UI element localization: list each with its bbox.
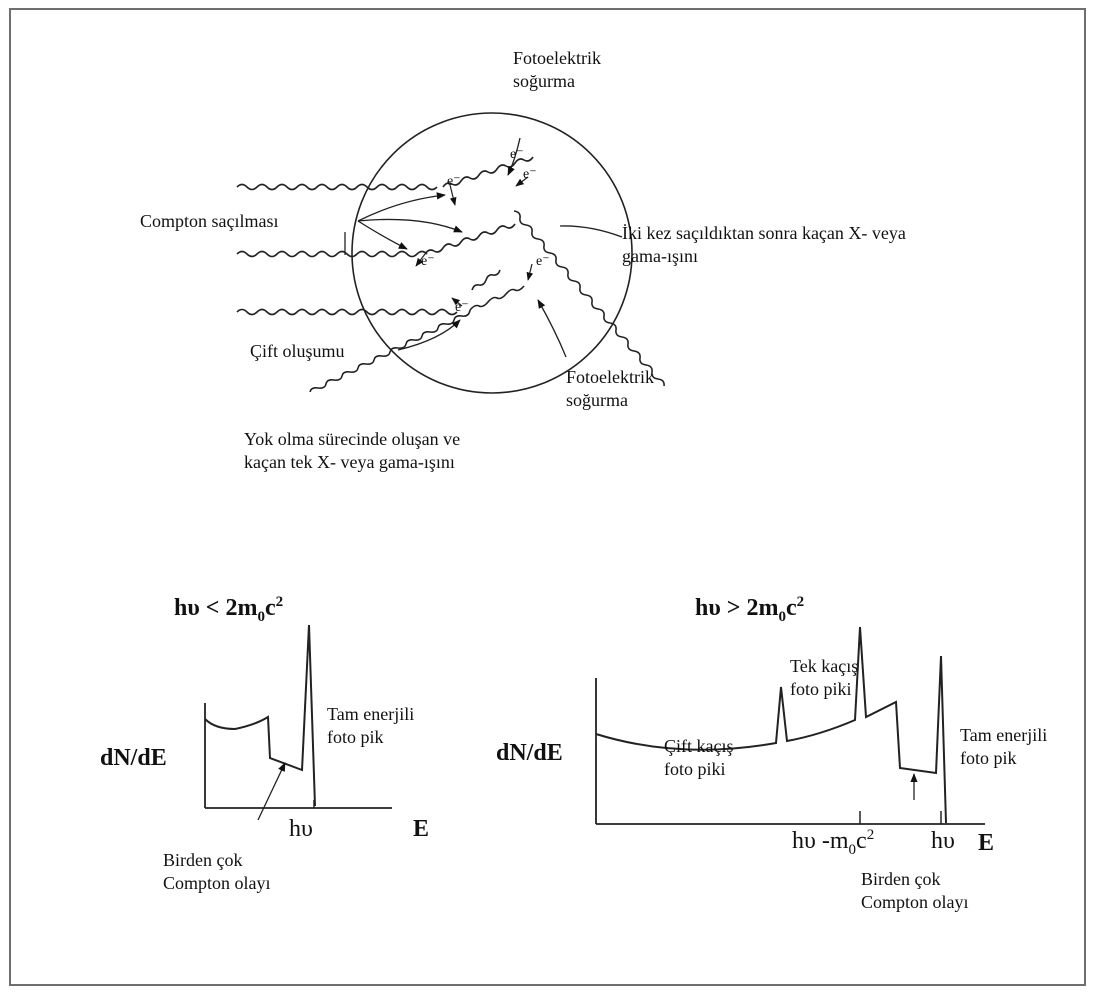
- left-multi-compton-pointer: [257, 762, 286, 821]
- right-multi-compton-label: Birden çok Compton olayı: [861, 869, 969, 912]
- figure-frame: [9, 8, 1086, 986]
- right-single-escape-label: Tek kaçış foto piki: [790, 656, 859, 699]
- right-x-axis-label: E: [978, 830, 995, 856]
- right-spectrum-title: hυ > 2m0c2: [695, 594, 805, 625]
- left-multi-compton-label: Birden çok Compton olayı: [163, 850, 271, 893]
- electron-label: e⁻: [536, 254, 550, 269]
- incoming-photon-2: [236, 250, 428, 258]
- left-x-tick-hv: hυ: [289, 816, 313, 842]
- right-x-tick-hv: hυ: [931, 828, 955, 854]
- photoelectric-label-bottom: Fotoelektrik soğurma: [566, 367, 654, 410]
- electron-label: e⁻: [510, 147, 524, 162]
- electron-label: e⁻: [523, 167, 537, 182]
- right-spectrum-curve: [595, 626, 947, 824]
- annihilation-photon-2: [469, 285, 525, 311]
- left-spectrum-curve: [204, 624, 316, 807]
- inner-photon: [471, 269, 501, 291]
- right-double-escape-label: Çift kaçış foto piki: [664, 736, 734, 779]
- escaping-photon: [513, 210, 665, 387]
- photoelectric-label-top: Fotoelektrik soğurma: [513, 48, 601, 91]
- electron-label: e⁻: [421, 254, 435, 269]
- escaped-photon-label: İki kez saçıldıktan sonra kaçan X- veya …: [622, 223, 906, 266]
- compton-label: Compton saçılması: [140, 211, 279, 231]
- scattered-photon-2: [424, 223, 516, 255]
- annihilation-label: Yok olma sürecinde oluşan ve kaçan tek X…: [244, 429, 461, 472]
- right-full-energy-peak-label: Tam enerjili foto pik: [960, 725, 1048, 768]
- electron-label: e⁻: [447, 174, 461, 189]
- annihilation-photon-1: [309, 309, 471, 393]
- electron-label: e⁻: [455, 300, 469, 315]
- pair-production-label: Çift oluşumu: [250, 341, 345, 361]
- scattered-photon-1: [442, 156, 534, 188]
- right-y-axis-label: dN/dE: [496, 740, 563, 766]
- incoming-photon-1: [236, 183, 438, 191]
- left-y-axis-label: dN/dE: [100, 745, 167, 771]
- incoming-photon-3: [236, 308, 458, 316]
- detector-circle: [351, 112, 633, 394]
- left-spectrum-title: hυ < 2m0c2: [174, 594, 284, 625]
- left-full-energy-peak-label: Tam enerjili foto pik: [327, 704, 415, 747]
- left-x-axis-label: E: [413, 816, 430, 842]
- right-x-tick-single-escape: hυ -m0c2: [792, 827, 875, 858]
